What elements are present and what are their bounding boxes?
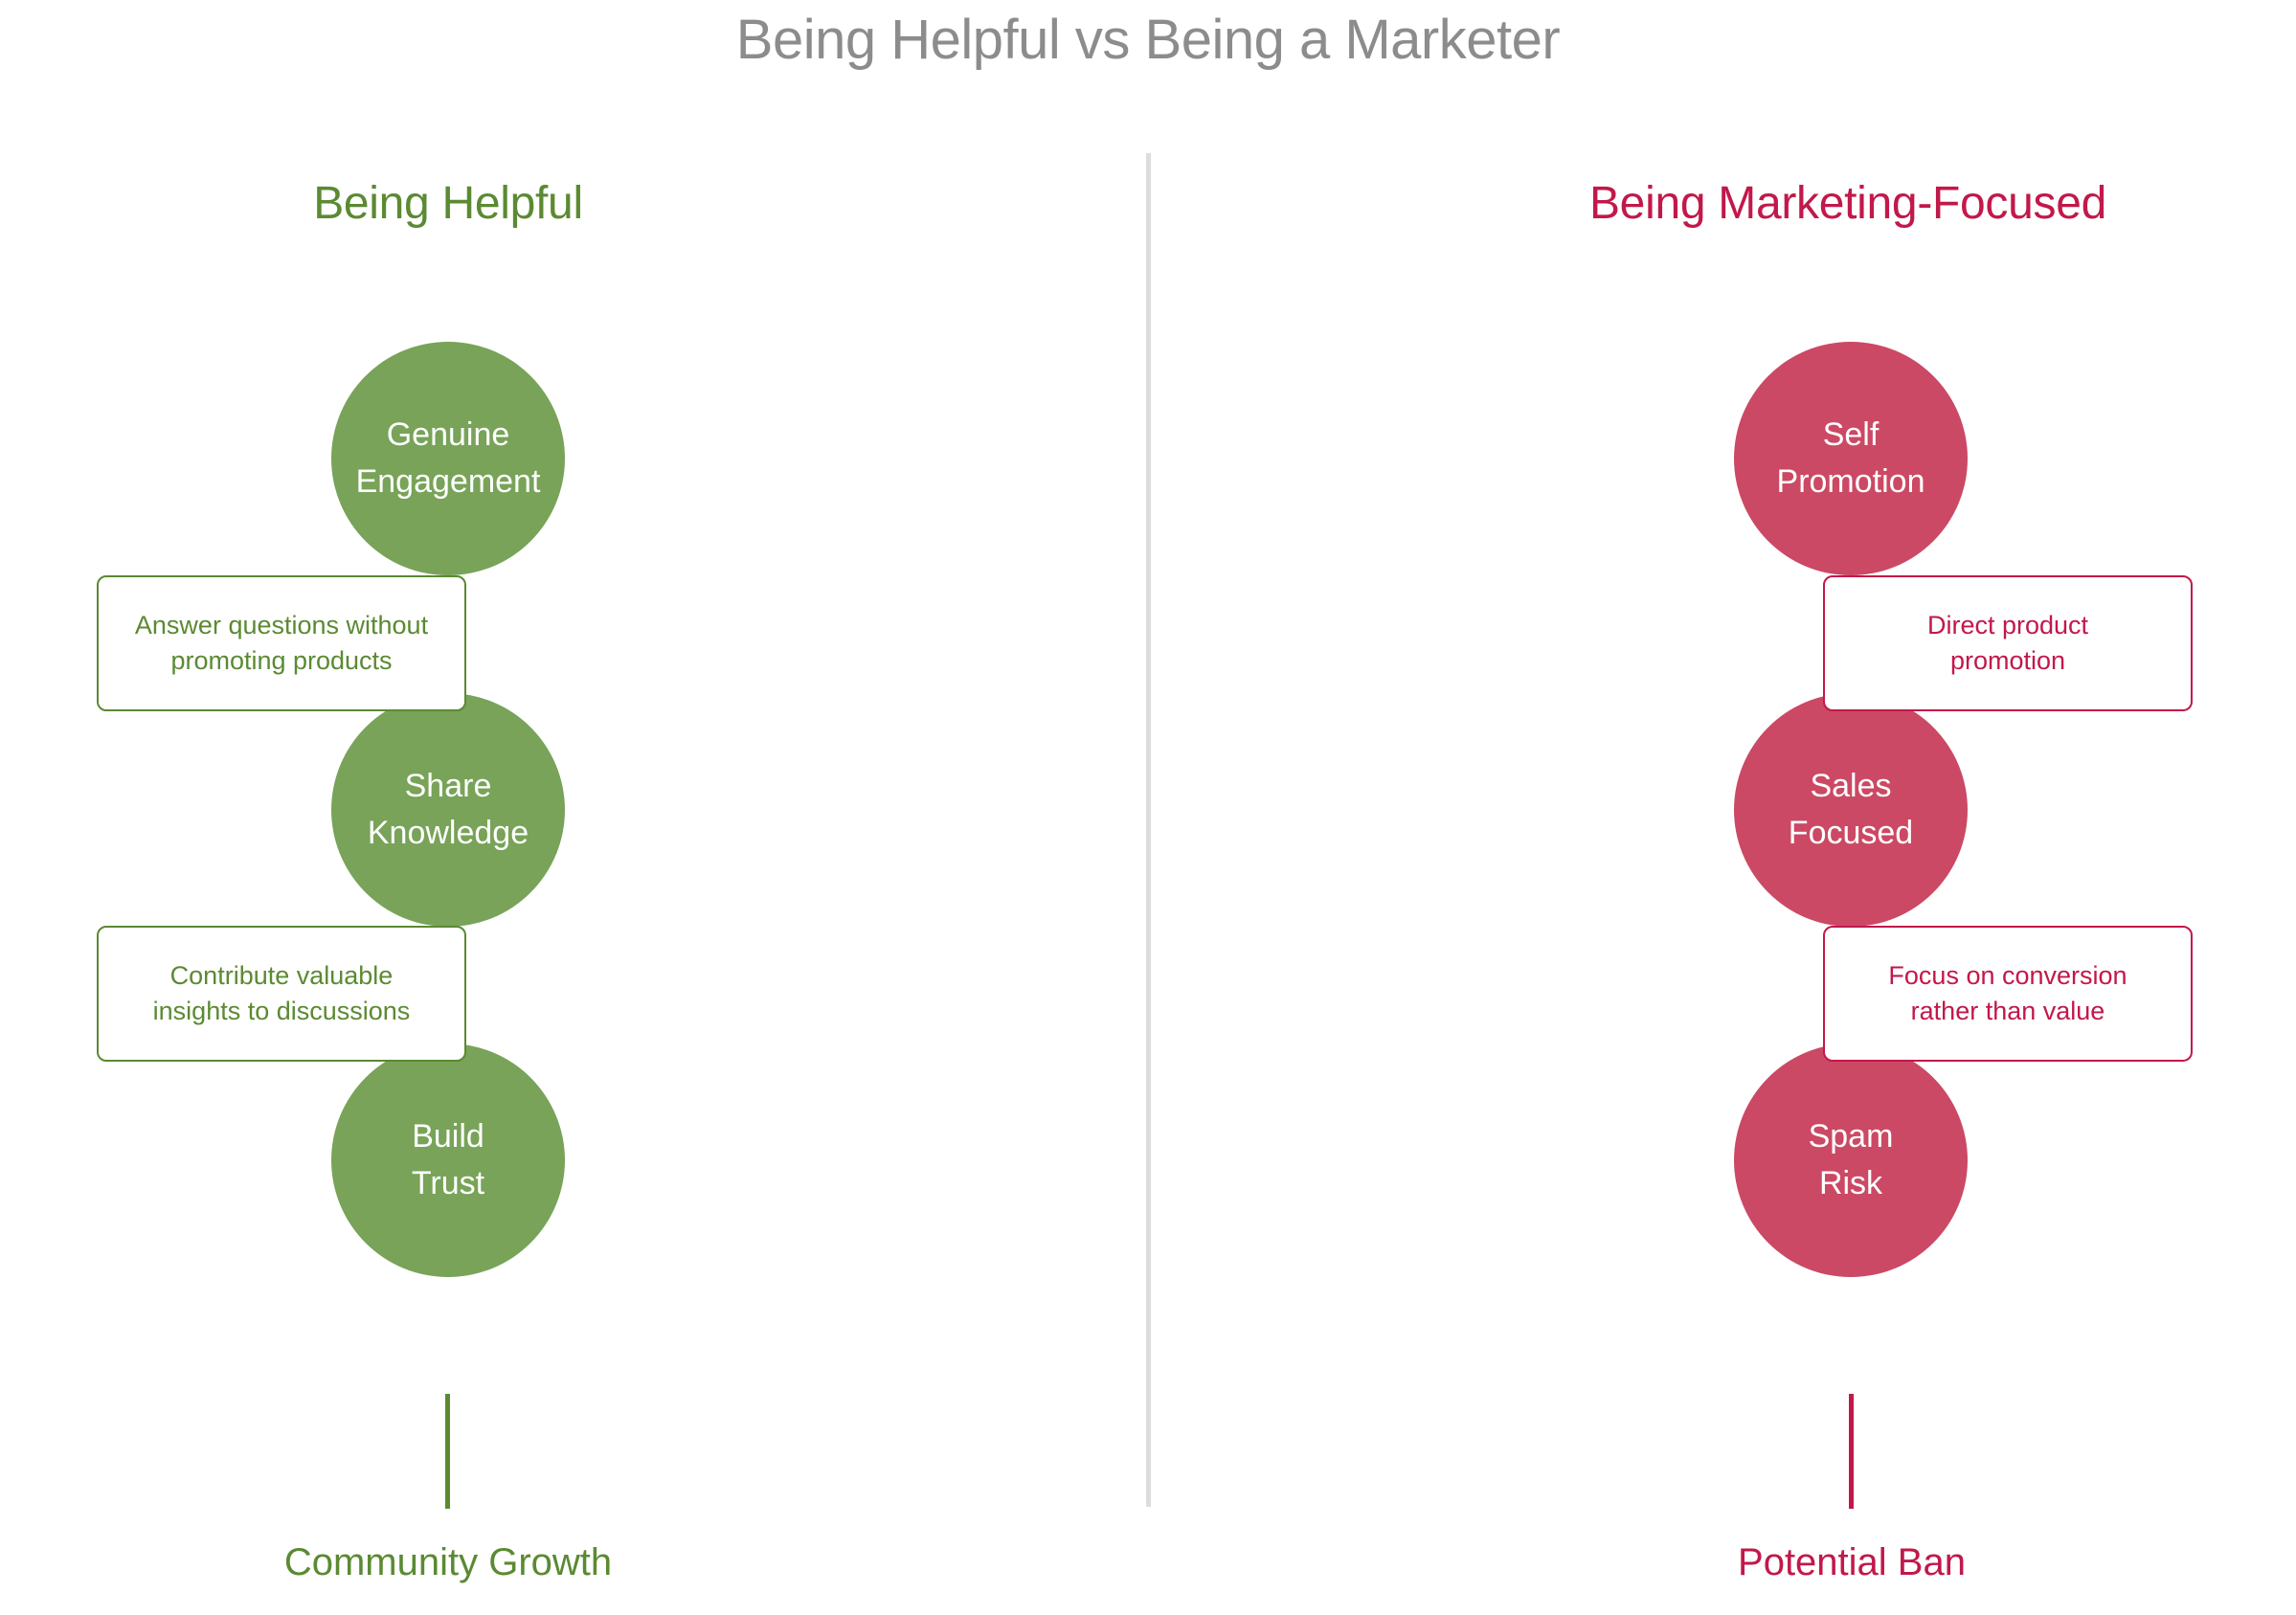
node-label-line1: Spam (1808, 1118, 1894, 1155)
note-text-line1: Direct product (1926, 611, 2089, 639)
helpful-outcome: Community Growth (283, 1541, 613, 1583)
helpful-outcome-connector (445, 1394, 450, 1509)
note-focus-conversion: Focus on conversion rather than value (1823, 926, 2193, 1062)
node-label-line1: Sales (1810, 768, 1892, 804)
node-label-line1: Genuine (386, 416, 510, 453)
node-label-line2: Knowledge (367, 815, 529, 851)
marketing-outcome-connector (1849, 1394, 1854, 1509)
node-label-line2: Focused (1788, 815, 1914, 851)
helpful-heading: Being Helpful (313, 178, 583, 229)
note-text-line1: Contribute valuable (169, 961, 394, 990)
node-label-line1: Self (1822, 416, 1880, 453)
note-text-line2: promotion (1949, 646, 2066, 675)
note-text-line2: promoting products (170, 646, 393, 675)
note-contribute-insights: Contribute valuable insights to discussi… (97, 926, 466, 1062)
node-share-knowledge: Share Knowledge (331, 693, 565, 927)
node-sales-focused: Sales Focused (1734, 693, 1968, 927)
note-text-line1: Focus on conversion (1888, 961, 2127, 990)
note-text-line2: rather than value (1910, 997, 2105, 1025)
node-label-line1: Build (412, 1118, 484, 1155)
node-label-line1: Share (404, 768, 492, 804)
note-text-line1: Answer questions without (134, 611, 429, 639)
node-spam-risk: Spam Risk (1734, 1043, 1968, 1277)
node-genuine-engagement: Genuine Engagement (331, 342, 565, 575)
node-self-promotion: Self Promotion (1734, 342, 1968, 575)
node-build-trust: Build Trust (331, 1043, 565, 1277)
node-label-line2: Risk (1818, 1165, 1883, 1201)
note-text-line2: insights to discussions (152, 997, 411, 1025)
center-divider (1146, 153, 1151, 1507)
marketing-outcome: Potential Ban (1738, 1541, 1966, 1583)
node-label-line2: Engagement (355, 463, 541, 500)
marketing-heading: Being Marketing-Focused (1588, 178, 2107, 229)
note-direct-promotion: Direct product promotion (1823, 575, 2193, 711)
node-label-line2: Promotion (1776, 463, 1925, 500)
note-answer-questions: Answer questions without promoting produ… (97, 575, 466, 711)
node-label-line2: Trust (411, 1165, 485, 1201)
diagram-title: Being Helpful vs Being a Marketer (735, 9, 1561, 71)
